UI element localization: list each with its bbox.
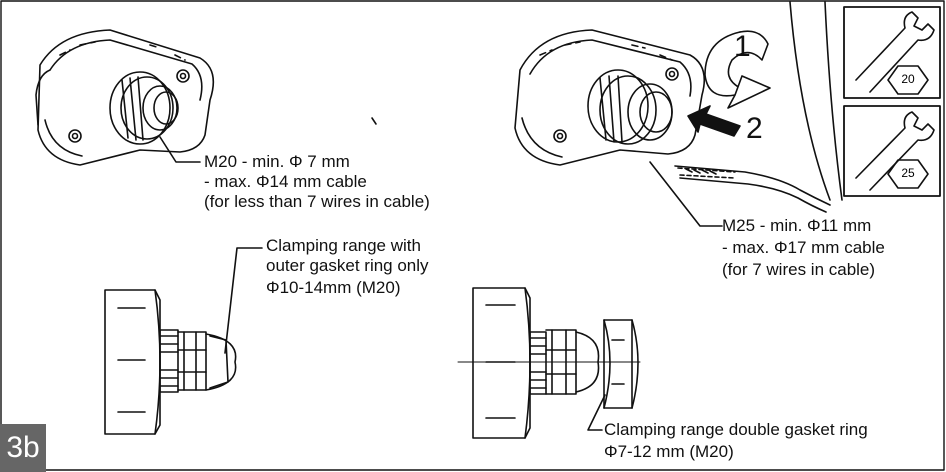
wrench-size-20: 20 (901, 72, 915, 86)
leader-m25 (649, 161, 723, 227)
step-2-label: 2 (746, 112, 763, 145)
junction-box-m25 (514, 29, 706, 166)
leader-outer-ring (224, 247, 263, 354)
gland-double-ring (457, 287, 641, 439)
junction-box-m20 (35, 29, 215, 166)
outer-ring-callout-line3: Φ10-14mm (M20) (266, 278, 401, 297)
m20-callout-line2: - max. Φ14 mm cable (204, 172, 367, 191)
stray-mark (371, 117, 377, 125)
m20-callout-line3: (for less than 7 wires in cable) (204, 192, 430, 211)
gland-outer-ring (104, 289, 237, 435)
leader-m20 (159, 136, 201, 163)
m20-callout-line1: M20 - min. Φ 7 mm (204, 152, 350, 171)
double-ring-callout-line1: Clamping range double gasket ring (604, 420, 868, 439)
figure-id-badge: 3b (0, 424, 46, 472)
m25-callout-line2: - max. Φ17 mm cable (722, 238, 885, 257)
step-1-label: 1 (734, 30, 751, 63)
rotate-arrow-icon (704, 30, 771, 109)
leader-double-ring (587, 394, 606, 431)
wrench-20-icon (843, 6, 941, 99)
outer-ring-callout-line2: outer gasket ring only (266, 256, 429, 275)
double-ring-callout-line2: Φ7-12 mm (M20) (604, 442, 734, 461)
cable (674, 1, 843, 213)
wrench-size-25: 25 (901, 166, 915, 180)
m25-callout-line1: M25 - min. Φ11 mm (722, 216, 872, 235)
wrench-25-icon (843, 105, 941, 197)
push-arrow-icon (687, 105, 741, 137)
outer-ring-callout-line1: Clamping range with (266, 236, 421, 255)
m25-callout-line3: (for 7 wires in cable) (722, 260, 876, 279)
